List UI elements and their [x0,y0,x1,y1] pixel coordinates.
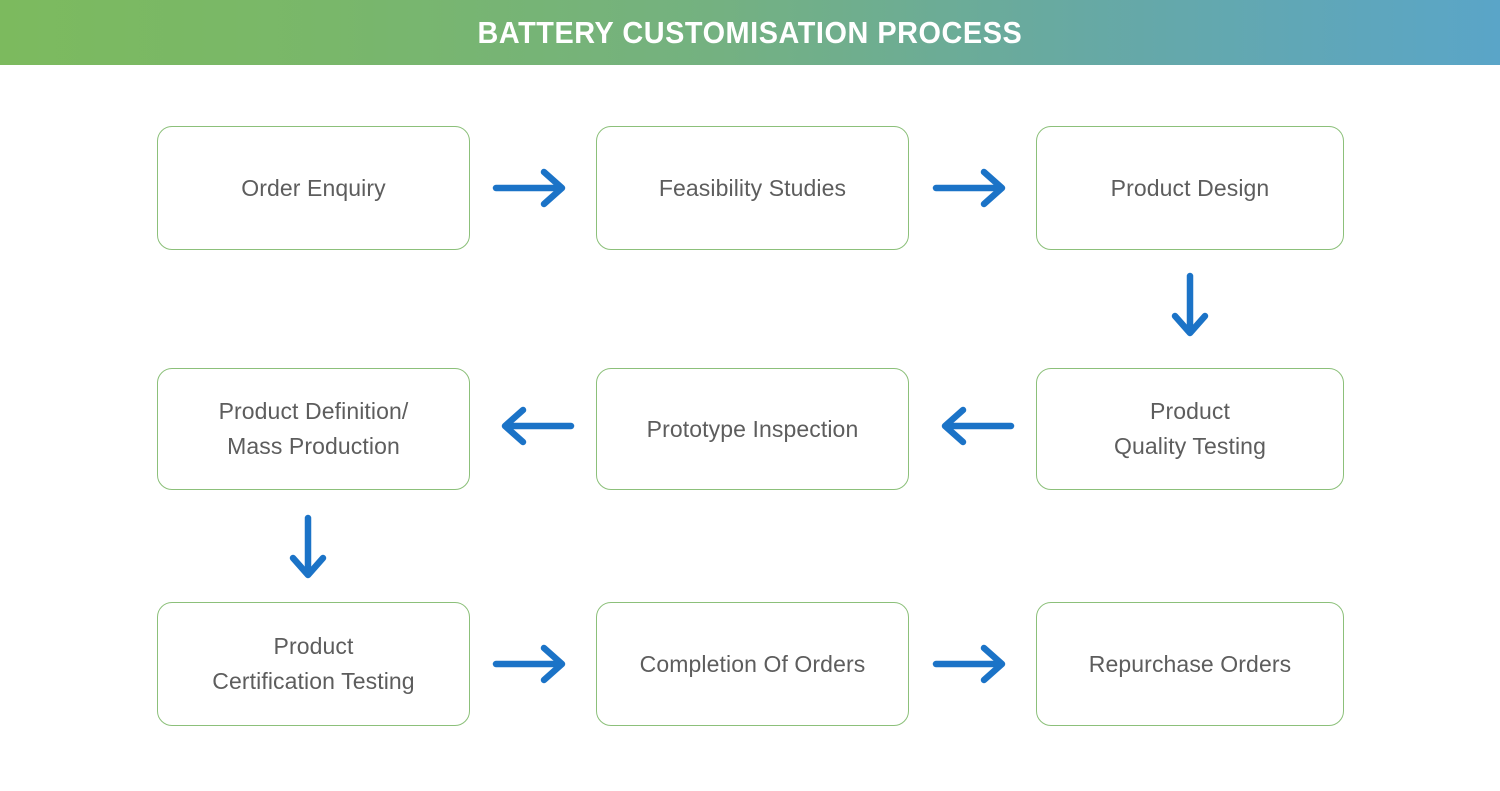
flow-node-product-certification[interactable]: Product Certification Testing [157,602,470,726]
header-banner: BATTERY CUSTOMISATION PROCESS [0,0,1500,65]
flow-node-completion-of-orders[interactable]: Completion Of Orders [596,602,909,726]
flow-node-product-definition[interactable]: Product Definition/ Mass Production [157,368,470,490]
arrow-left-icon [492,403,576,449]
flow-node-label: Product Definition/ Mass Production [218,398,409,459]
flow-node-label: Repurchase Orders [1088,650,1292,677]
flow-node-repurchase-orders[interactable]: Repurchase Orders [1036,602,1344,726]
arrow-right-icon [492,641,576,687]
flow-node-feasibility-studies[interactable]: Feasibility Studies [596,126,909,250]
flow-node-label: Completion Of Orders [639,650,866,677]
flow-node-label: Product Certification Testing [212,633,415,694]
flowchart-canvas: Order Enquiry Feasibility Studies Produc… [0,65,1500,791]
flow-node-label: Feasibility Studies [658,174,847,201]
page-title: BATTERY CUSTOMISATION PROCESS [477,14,1023,50]
arrow-right-icon [932,641,1016,687]
arrow-right-icon [932,165,1016,211]
flow-node-label: Product Design [1110,174,1270,201]
arrow-down-icon [1167,272,1213,342]
flow-node-label: Prototype Inspection [646,415,859,442]
flow-node-label: Product Quality Testing [1114,398,1266,459]
flow-node-product-quality-testing[interactable]: Product Quality Testing [1036,368,1344,490]
flow-node-prototype-inspection[interactable]: Prototype Inspection [596,368,909,490]
flow-node-product-design[interactable]: Product Design [1036,126,1344,250]
flow-node-order-enquiry[interactable]: Order Enquiry [157,126,470,250]
arrow-left-icon [932,403,1016,449]
flow-node-label: Order Enquiry [241,174,386,201]
arrow-right-icon [492,165,576,211]
arrow-down-icon [285,514,331,584]
